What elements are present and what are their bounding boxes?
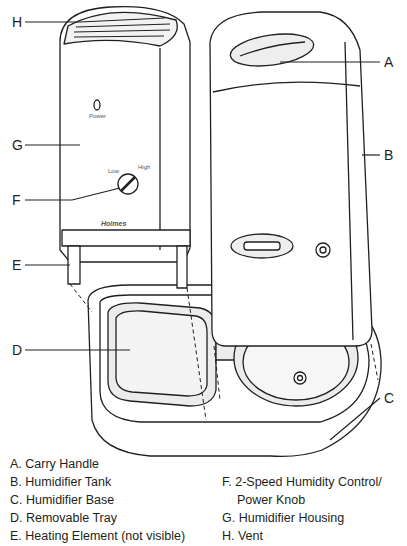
callout-letter: E — [12, 257, 21, 273]
vent-slot — [74, 30, 170, 32]
key-entry: H. Vent — [222, 527, 407, 545]
callout-letter: D — [12, 342, 22, 358]
key-entry: E. Heating Element (not visible) — [10, 527, 235, 545]
assembly-line — [70, 284, 92, 312]
leader-line — [25, 349, 130, 350]
base-valve — [294, 372, 306, 384]
key-entry: F. 2-Speed Humidity Control/ Power Knob — [222, 473, 407, 509]
callout-letter: G — [12, 137, 23, 153]
power-light — [94, 100, 100, 110]
cap-grip — [244, 242, 280, 250]
assembly-line — [187, 288, 206, 420]
callout-letter: C — [384, 390, 394, 406]
assembly-line — [214, 346, 220, 400]
base-valve-center — [298, 376, 303, 381]
leader-line — [330, 398, 380, 440]
tray-inner — [116, 311, 207, 396]
knob-grip — [121, 177, 135, 191]
leader-line — [362, 154, 380, 155]
tank-cap — [231, 234, 293, 258]
housing-front-edge — [159, 48, 160, 250]
housing-strap — [62, 230, 190, 246]
tank-valve — [316, 243, 330, 257]
leader-lines — [25, 22, 380, 440]
illustration-group — [60, 7, 381, 457]
vent-slot — [76, 24, 170, 27]
leader-line — [25, 21, 80, 22]
device-marking: High — [138, 164, 150, 171]
control-knob — [118, 174, 138, 194]
device-marking: Power — [89, 113, 106, 120]
vent-grille — [74, 18, 170, 37]
leader-line — [25, 144, 80, 145]
leader-line — [25, 188, 120, 200]
brand-logo: Holmes — [101, 220, 126, 228]
device-marking: Low — [108, 168, 119, 175]
heater-leg — [177, 246, 187, 288]
key-entry: A. Carry Handle — [10, 455, 225, 473]
tank-valve-center — [320, 247, 326, 253]
assembly-line — [371, 344, 378, 380]
housing-outline — [60, 7, 190, 262]
vent-slot — [74, 36, 164, 37]
callout-letter: H — [12, 14, 22, 30]
tank-top-rim — [213, 82, 360, 92]
handle-grip — [240, 42, 305, 56]
key-entry: G. Humidifier Housing — [222, 509, 407, 527]
leader-line — [280, 61, 380, 62]
vent-top — [64, 12, 177, 46]
key-entry: B. Humidifier Tank — [10, 473, 225, 491]
callout-letter: B — [384, 147, 393, 163]
key-entry: C. Humidifier Base — [10, 491, 225, 509]
vent-slot — [80, 18, 165, 22]
assembly-lines — [70, 284, 378, 420]
key-entry: D. Removable Tray — [10, 509, 225, 527]
leader-line — [25, 264, 70, 265]
carry-handle — [228, 29, 315, 70]
tray-recess — [108, 303, 216, 406]
callout-letter: A — [384, 54, 393, 70]
tank-side-edge — [345, 42, 353, 340]
callout-letter: F — [12, 192, 21, 208]
